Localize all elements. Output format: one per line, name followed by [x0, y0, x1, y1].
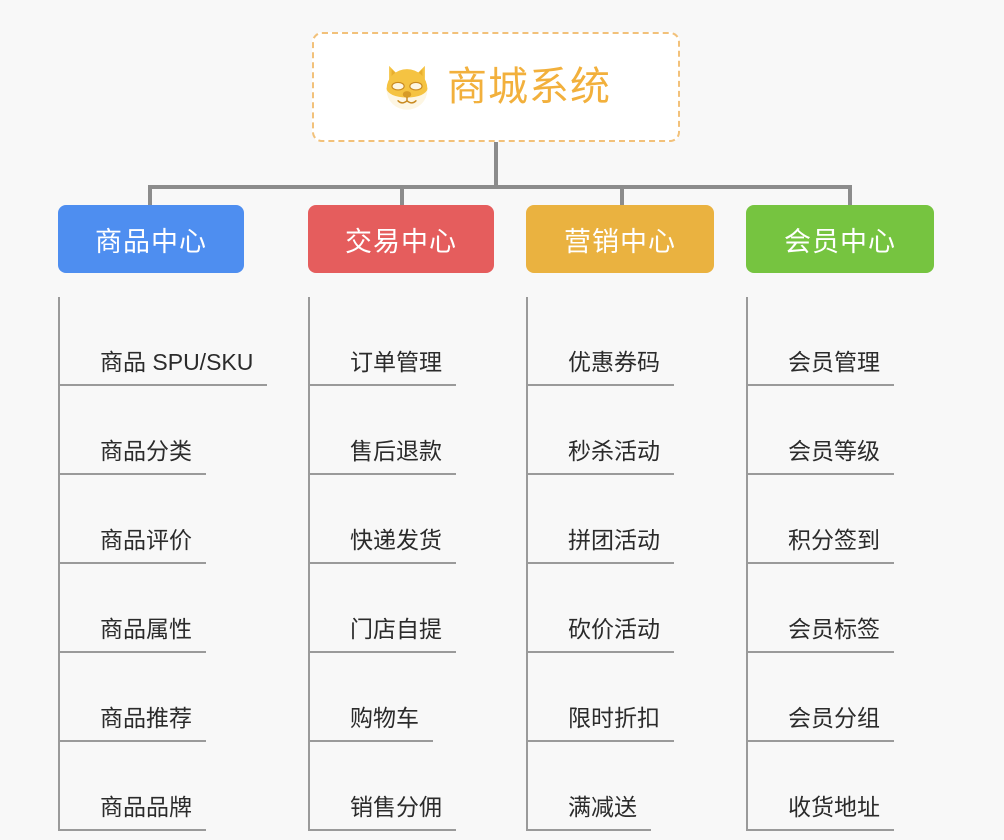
connector-drop-2: [400, 185, 404, 207]
leaf-list-marketing: 优惠券码 秒杀活动 拼团活动 砍价活动 限时折扣 满减送: [526, 297, 714, 831]
list-item[interactable]: 会员标签: [748, 564, 934, 653]
leaf-label: 限时折扣: [528, 707, 674, 742]
leaf-label: 会员等级: [748, 440, 894, 475]
list-item[interactable]: 砍价活动: [528, 564, 714, 653]
leaf-label: 购物车: [310, 707, 433, 742]
leaf-label: 砍价活动: [528, 618, 674, 653]
trunk-line: [526, 297, 528, 831]
trunk-line: [746, 297, 748, 831]
list-item[interactable]: 商品推荐: [60, 653, 267, 742]
leaf-label: 满减送: [528, 796, 651, 831]
leaf-label: 门店自提: [310, 618, 456, 653]
leaf-label: 售后退款: [310, 440, 456, 475]
leaf-label: 积分签到: [748, 529, 894, 564]
list-item[interactable]: 销售分佣: [310, 742, 494, 831]
leaf-label: 商品评价: [60, 529, 206, 564]
list-item[interactable]: 拼团活动: [528, 475, 714, 564]
leaf-label: 商品品牌: [60, 796, 206, 831]
connector-drop-3: [620, 185, 624, 207]
leaf-label: 销售分佣: [310, 796, 456, 831]
list-item[interactable]: 会员等级: [748, 386, 934, 475]
category-column-product: 商品中心 商品 SPU/SKU 商品分类 商品评价 商品属性 商品推荐 商品品牌: [58, 205, 268, 831]
shiba-dog-icon: [386, 65, 428, 110]
list-item[interactable]: 商品分类: [60, 386, 267, 475]
trunk-line: [58, 297, 60, 831]
list-item[interactable]: 会员分组: [748, 653, 934, 742]
list-item[interactable]: 售后退款: [310, 386, 494, 475]
connector-drop-1: [148, 185, 152, 207]
leaf-label: 商品 SPU/SKU: [60, 351, 268, 386]
category-column-member: 会员中心 会员管理 会员等级 积分签到 会员标签 会员分组 收货地址: [746, 205, 934, 831]
list-item[interactable]: 快递发货: [310, 475, 494, 564]
leaf-label: 快递发货: [310, 529, 456, 564]
leaf-label: 商品推荐: [60, 707, 206, 742]
category-column-trade: 交易中心 订单管理 售后退款 快递发货 门店自提 购物车 销售分佣: [308, 205, 494, 831]
list-item[interactable]: 满减送: [528, 742, 714, 831]
root-title: 商城系统: [447, 65, 611, 109]
root-node[interactable]: 商城系统: [312, 32, 680, 142]
leaf-label: 收货地址: [748, 796, 894, 831]
leaf-list-trade: 订单管理 售后退款 快递发货 门店自提 购物车 销售分佣: [308, 297, 494, 831]
list-item[interactable]: 收货地址: [748, 742, 934, 831]
connector-drop-4: [848, 185, 852, 207]
category-header-member[interactable]: 会员中心: [746, 205, 934, 273]
leaf-label: 拼团活动: [528, 529, 674, 564]
list-item[interactable]: 商品品牌: [60, 742, 267, 831]
leaf-list-member: 会员管理 会员等级 积分签到 会员标签 会员分组 收货地址: [746, 297, 934, 831]
category-header-product[interactable]: 商品中心: [58, 205, 244, 273]
leaf-label: 优惠券码: [528, 351, 674, 386]
leaf-label: 会员标签: [748, 618, 894, 653]
leaf-label: 订单管理: [310, 351, 456, 386]
list-item[interactable]: 商品评价: [60, 475, 267, 564]
category-header-marketing[interactable]: 营销中心: [526, 205, 714, 273]
list-item[interactable]: 积分签到: [748, 475, 934, 564]
leaf-label: 会员分组: [748, 707, 894, 742]
list-item[interactable]: 商品 SPU/SKU: [60, 297, 268, 386]
leaf-label: 会员管理: [748, 351, 894, 386]
connector-horizontal-bus: [148, 185, 852, 189]
leaf-label: 秒杀活动: [528, 440, 674, 475]
connector-root-stem: [494, 142, 498, 187]
list-item[interactable]: 订单管理: [310, 297, 494, 386]
list-item[interactable]: 商品属性: [60, 564, 267, 653]
list-item[interactable]: 限时折扣: [528, 653, 714, 742]
trunk-line: [308, 297, 310, 831]
leaf-list-product: 商品 SPU/SKU 商品分类 商品评价 商品属性 商品推荐 商品品牌: [58, 297, 268, 831]
category-column-marketing: 营销中心 优惠券码 秒杀活动 拼团活动 砍价活动 限时折扣 满减送: [526, 205, 714, 831]
leaf-label: 商品属性: [60, 618, 206, 653]
list-item[interactable]: 购物车: [310, 653, 494, 742]
category-header-trade[interactable]: 交易中心: [308, 205, 494, 273]
list-item[interactable]: 会员管理: [748, 297, 934, 386]
list-item[interactable]: 秒杀活动: [528, 386, 714, 475]
list-item[interactable]: 优惠券码: [528, 297, 714, 386]
leaf-label: 商品分类: [60, 440, 206, 475]
list-item[interactable]: 门店自提: [310, 564, 494, 653]
